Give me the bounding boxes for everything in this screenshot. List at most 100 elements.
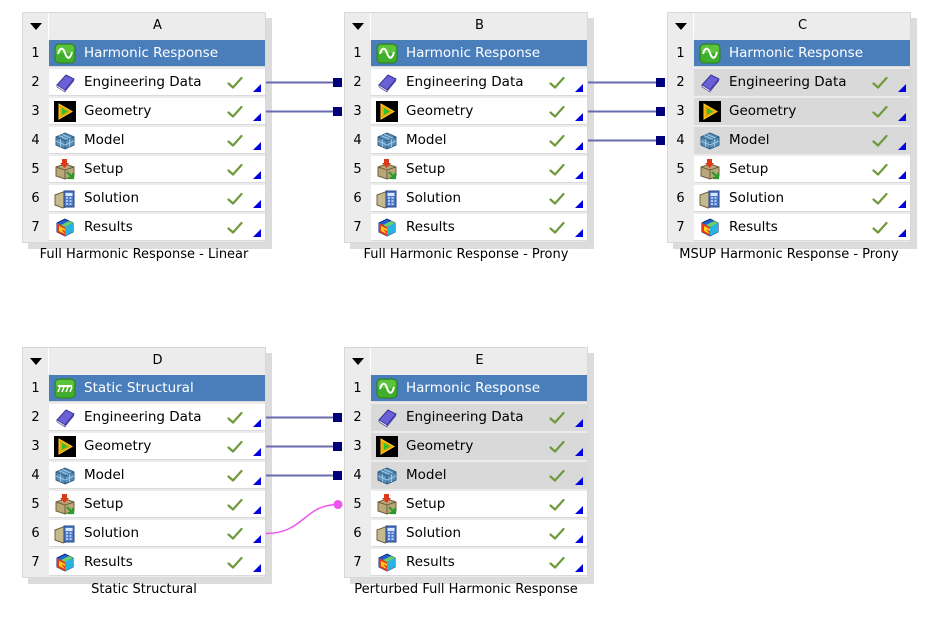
cell-results[interactable]: Results [49,214,265,241]
share-link[interactable] [266,107,342,116]
cell-context-triangle-icon[interactable] [575,200,583,208]
share-link[interactable] [266,442,342,451]
cell-geometry[interactable]: Geometry [694,98,910,125]
cell-context-triangle-icon[interactable] [575,535,583,543]
share-link[interactable] [266,413,342,422]
cell-context-triangle-icon[interactable] [575,477,583,485]
system-caption[interactable]: Static Structural [91,582,197,597]
cell-context-triangle-icon[interactable] [575,229,583,237]
cell-context-triangle-icon[interactable] [575,564,583,572]
cell-harmonic-response[interactable]: Harmonic Response [371,40,587,67]
cell-engineering-data[interactable]: Engineering Data [49,69,265,96]
system-caption[interactable]: Perturbed Full Harmonic Response [354,582,578,597]
system-menu-dropdown-icon[interactable] [23,348,48,374]
row-number: 5 [353,497,362,512]
cell-engineering-data[interactable]: Engineering Data [371,69,587,96]
cell-context-triangle-icon[interactable] [575,142,583,150]
cell-engineering-data[interactable]: Engineering Data [49,404,265,431]
cell-solution[interactable]: Solution [49,185,265,212]
cell-context-triangle-icon[interactable] [253,84,261,92]
share-link[interactable] [588,78,665,87]
engineering-data-icon [54,72,76,93]
row-number: 2 [31,410,40,425]
cell-setup[interactable]: Setup [49,491,265,518]
cell-context-triangle-icon[interactable] [898,229,906,237]
cell-model[interactable]: Model [49,462,265,489]
system-menu-dropdown-icon[interactable] [668,13,693,39]
cell-context-triangle-icon[interactable] [575,448,583,456]
system-menu-dropdown-icon[interactable] [23,13,48,39]
cell-setup[interactable]: Setup [694,156,910,183]
cell-context-triangle-icon[interactable] [253,171,261,179]
system-caption[interactable]: Full Harmonic Response - Prony [363,247,569,262]
cell-context-triangle-icon[interactable] [253,229,261,237]
cell-context-triangle-icon[interactable] [253,419,261,427]
system-caption[interactable]: MSUP Harmonic Response - Prony [679,247,899,262]
cell-context-triangle-icon[interactable] [253,564,261,572]
cell-context-triangle-icon[interactable] [898,171,906,179]
cell-context-triangle-icon[interactable] [575,113,583,121]
share-link[interactable] [266,78,342,87]
solution-icon [54,188,76,209]
cell-engineering-data[interactable]: Engineering Data [694,69,910,96]
cell-harmonic-response[interactable]: Harmonic Response [371,375,587,402]
cell-geometry[interactable]: Geometry [371,98,587,125]
cell-harmonic-response[interactable]: Harmonic Response [694,40,910,67]
cell-engineering-data[interactable]: Engineering Data [371,404,587,431]
cell-context-triangle-icon[interactable] [898,142,906,150]
solution-icon [376,523,398,544]
row-number: 5 [31,162,40,177]
cell-context-triangle-icon[interactable] [575,419,583,427]
cell-solution[interactable]: Solution [694,185,910,212]
cell-static-structural[interactable]: Static Structural [49,375,265,402]
cell-context-triangle-icon[interactable] [575,506,583,514]
cell-context-triangle-icon[interactable] [253,535,261,543]
up-to-date-check-icon [227,526,243,540]
share-link[interactable] [588,107,665,116]
cell-context-triangle-icon[interactable] [898,200,906,208]
cell-context-triangle-icon[interactable] [253,142,261,150]
cell-solution[interactable]: Solution [49,520,265,547]
share-link[interactable] [588,136,665,145]
engineering-data-icon [376,407,398,428]
cell-context-triangle-icon[interactable] [253,448,261,456]
cell-solution[interactable]: Solution [371,185,587,212]
cell-solution[interactable]: Solution [371,520,587,547]
cell-setup[interactable]: Setup [49,156,265,183]
cell-geometry[interactable]: Geometry [371,433,587,460]
cell-context-triangle-icon[interactable] [253,477,261,485]
system-caption[interactable]: Full Harmonic Response - Linear [39,247,249,262]
cell-results[interactable]: Results [371,214,587,241]
cell-context-triangle-icon[interactable] [898,113,906,121]
up-to-date-check-icon [227,497,243,511]
cell-context-triangle-icon[interactable] [898,84,906,92]
system-menu-dropdown-icon[interactable] [345,348,370,374]
cell-context-triangle-icon[interactable] [575,171,583,179]
cell-results[interactable]: Results [49,549,265,576]
cell-model[interactable]: Model [371,127,587,154]
cell-context-triangle-icon[interactable] [253,113,261,121]
system-menu-dropdown-icon[interactable] [345,13,370,39]
cell-results[interactable]: Results [371,549,587,576]
cell-model[interactable]: Model [694,127,910,154]
cell-context-triangle-icon[interactable] [575,84,583,92]
cell-model[interactable]: Model [49,127,265,154]
cell-context-triangle-icon[interactable] [253,506,261,514]
cell-setup[interactable]: Setup [371,156,587,183]
cell-geometry[interactable]: Geometry [49,98,265,125]
share-link[interactable] [266,471,342,480]
cell-setup[interactable]: Setup [371,491,587,518]
cell-geometry[interactable]: Geometry [49,433,265,460]
transfer-link[interactable] [265,500,343,535]
cell-model[interactable]: Model [371,462,587,489]
cell-harmonic-response[interactable]: Harmonic Response [49,40,265,67]
cell-context-triangle-icon[interactable] [253,200,261,208]
cell-results[interactable]: Results [694,214,910,241]
